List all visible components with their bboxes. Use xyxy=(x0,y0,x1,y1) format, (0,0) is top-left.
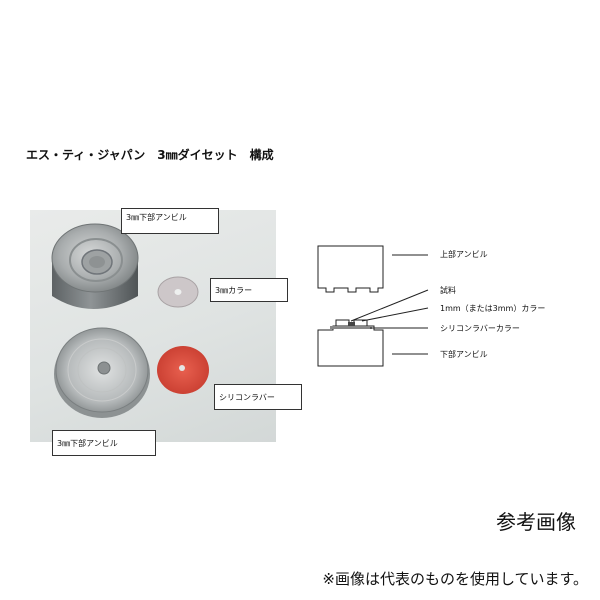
silicone-collar-shape xyxy=(330,326,372,329)
diagram-label-lower-anvil: 下部アンビル xyxy=(440,350,488,359)
cross-section-drawing xyxy=(317,245,429,367)
leader-sample xyxy=(350,289,429,322)
diagram-label-sample: 試料 xyxy=(440,286,456,295)
die-set-photo-illustration xyxy=(51,223,209,418)
lower-anvil-part xyxy=(54,327,150,418)
diagram-label-silicone-collar: シリコンラバーカラー xyxy=(440,324,520,333)
collar-left-shape xyxy=(335,319,350,327)
photo-label-upper-anvil: 3㎜下部アンビル xyxy=(121,208,219,234)
page-title: エス・ティ・ジャパン 3㎜ダイセット 構成 xyxy=(26,148,274,162)
upper-anvil-shape xyxy=(317,245,384,293)
photo-label-lower-anvil: 3㎜下部アンビル xyxy=(52,430,156,456)
die-set-photo xyxy=(30,210,276,442)
cross-section-diagram xyxy=(300,230,600,384)
reference-image-label: 参考画像 xyxy=(496,510,576,534)
sample-shape xyxy=(348,322,355,326)
collar-part xyxy=(157,276,199,308)
representative-image-note: ※画像は代表のものを使用しています。 xyxy=(322,570,588,588)
diagram-label-collar: 1mm（または3mm）カラー xyxy=(440,304,546,313)
upper-anvil-part xyxy=(51,223,139,309)
lower-anvil-shape xyxy=(317,325,384,367)
photo-label-collar: 3㎜カラー xyxy=(210,278,288,302)
photo-label-silicone-rubber: シリコンラバー xyxy=(214,384,302,410)
silicone-rubber-part xyxy=(157,346,209,394)
diagram-label-upper-anvil: 上部アンビル xyxy=(440,250,488,259)
leader-collar xyxy=(361,307,429,322)
